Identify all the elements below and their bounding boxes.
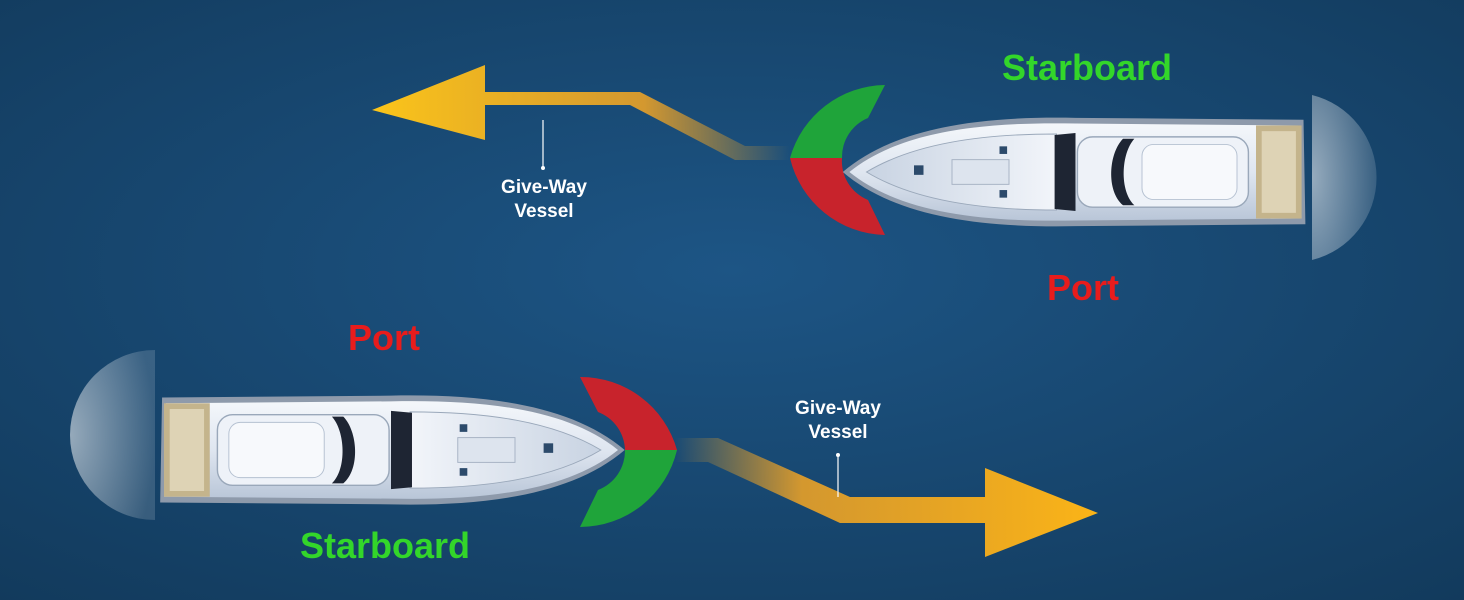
top-port-light <box>790 158 885 235</box>
bottom-give-way-line1: Give-Way <box>795 398 881 419</box>
top-stern-light <box>1312 95 1377 260</box>
top-give-way-arrow <box>372 65 790 160</box>
bottom-give-way-label: Give-Way Vessel <box>779 397 897 445</box>
top-label-leader-dot <box>541 166 545 170</box>
bottom-port-label: Port <box>348 317 420 358</box>
bottom-starboard-light <box>580 450 677 527</box>
bottom-give-way-arrow <box>675 438 1098 557</box>
top-vessel <box>372 65 1377 260</box>
top-starboard-light <box>790 85 885 158</box>
bottom-vessel <box>70 350 1098 557</box>
top-starboard-label: Starboard <box>1002 47 1173 88</box>
top-give-way-line2: Vessel <box>514 201 574 222</box>
bottom-stern-light <box>70 350 155 520</box>
bottom-starboard-label: Starboard <box>300 525 471 566</box>
bottom-give-way-line2: Vessel <box>808 422 868 443</box>
bottom-label-leader-dot <box>836 453 840 457</box>
bottom-port-light <box>580 376 677 450</box>
top-give-way-line1: Give-Way <box>501 177 587 198</box>
top-give-way-label: Give-Way Vessel <box>485 176 603 224</box>
top-port-label: Port <box>1047 267 1119 308</box>
